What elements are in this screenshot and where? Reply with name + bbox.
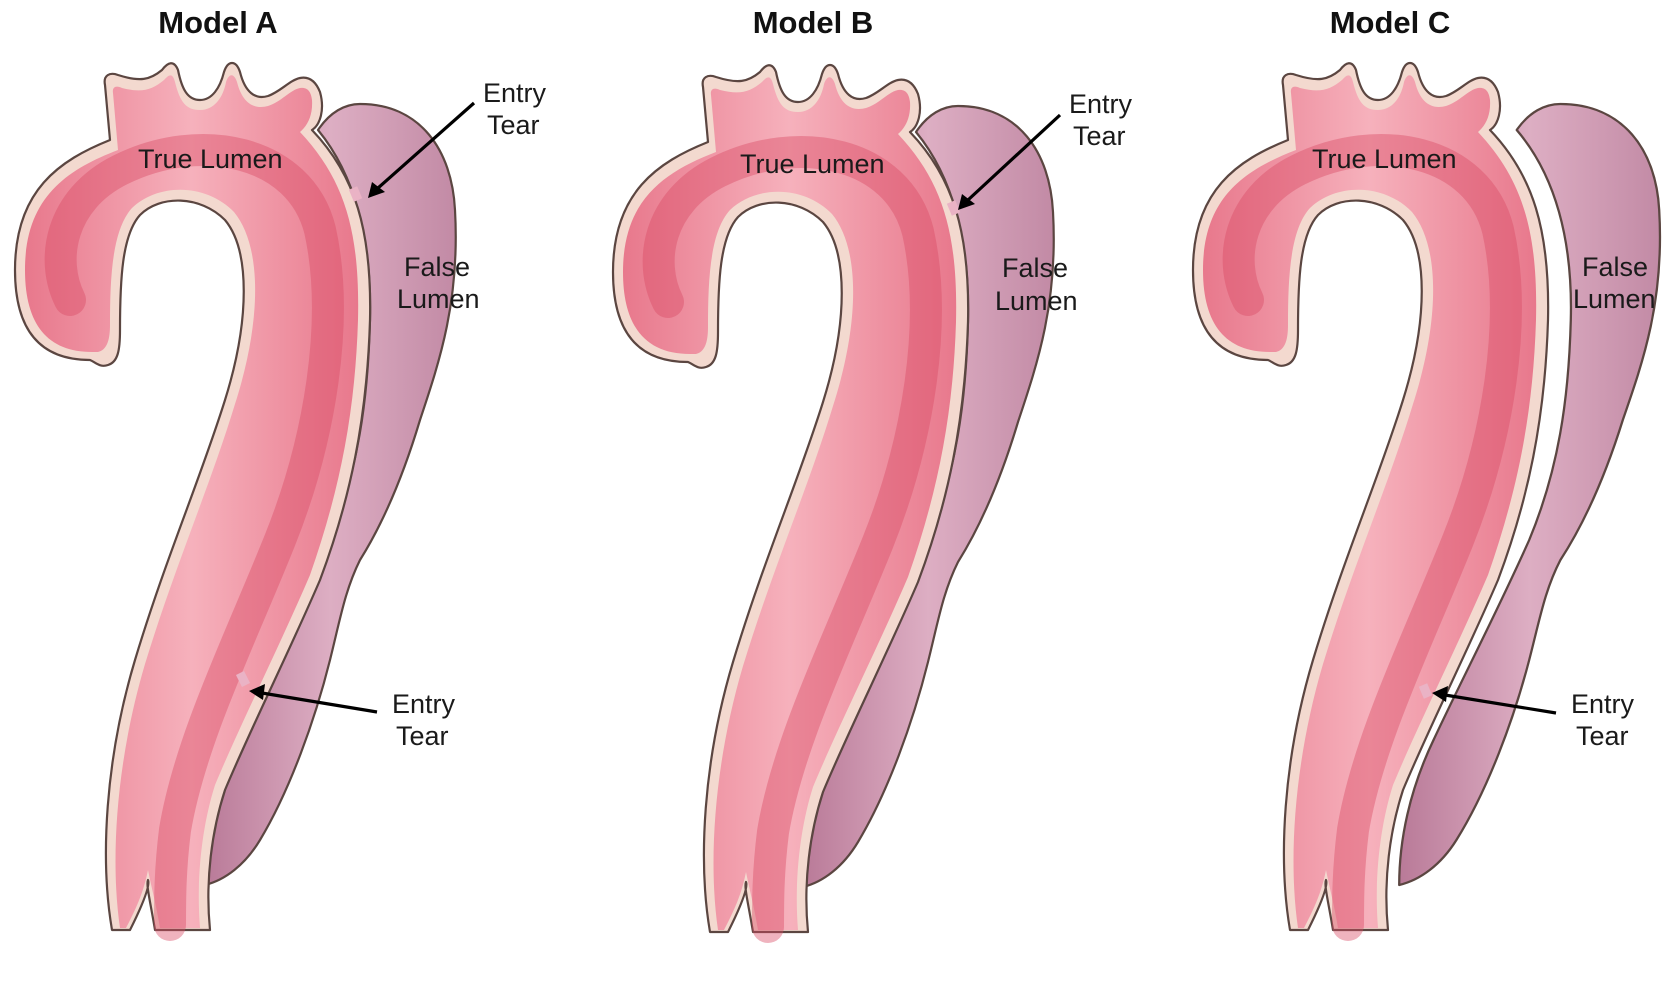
false-lumen-label-line2: Lumen xyxy=(995,286,1078,316)
false-lumen-label-line2: Lumen xyxy=(397,284,480,314)
lower-tear-label-line2: Tear xyxy=(396,721,449,751)
aorta-illustration xyxy=(613,65,1054,932)
upper-tear-gap xyxy=(353,188,358,200)
true-lumen-label: True Lumen xyxy=(740,149,885,179)
panel-model-b: Model B True Lumen False Lumen Entry Tea… xyxy=(613,5,1133,932)
true-lumen-label: True Lumen xyxy=(138,144,283,174)
lower-tear-label-line1: Entry xyxy=(1571,689,1635,719)
lower-tear-gap xyxy=(240,673,246,685)
lower-tear-gap xyxy=(1423,685,1428,697)
false-lumen-label-line1: False xyxy=(1582,252,1648,282)
aorta-illustration xyxy=(15,63,456,930)
upper-tear-label-line2: Tear xyxy=(487,110,540,140)
upper-tear-label-line1: Entry xyxy=(1069,89,1133,119)
upper-tear-label-line1: Entry xyxy=(483,78,547,108)
panel-model-a: Model A True Lumen False Lumen Entry Tea… xyxy=(15,5,547,930)
panel-title: Model B xyxy=(753,5,874,40)
lower-tear-label-line1: Entry xyxy=(392,689,456,719)
upper-tear-label-line2: Tear xyxy=(1073,121,1126,151)
false-lumen-label-line1: False xyxy=(404,252,470,282)
upper-tear-gap xyxy=(951,202,956,214)
panel-title: Model A xyxy=(158,5,277,40)
lower-tear-label-line2: Tear xyxy=(1576,721,1629,751)
panel-title: Model C xyxy=(1330,5,1451,40)
true-lumen-label: True Lumen xyxy=(1312,144,1457,174)
false-lumen-label-line1: False xyxy=(1002,253,1068,283)
panel-model-c: Model C True Lumen False Lumen Entry Tea… xyxy=(1193,5,1660,930)
false-lumen-label-line2: Lumen xyxy=(1573,284,1656,314)
aorta-illustration xyxy=(1193,63,1660,930)
